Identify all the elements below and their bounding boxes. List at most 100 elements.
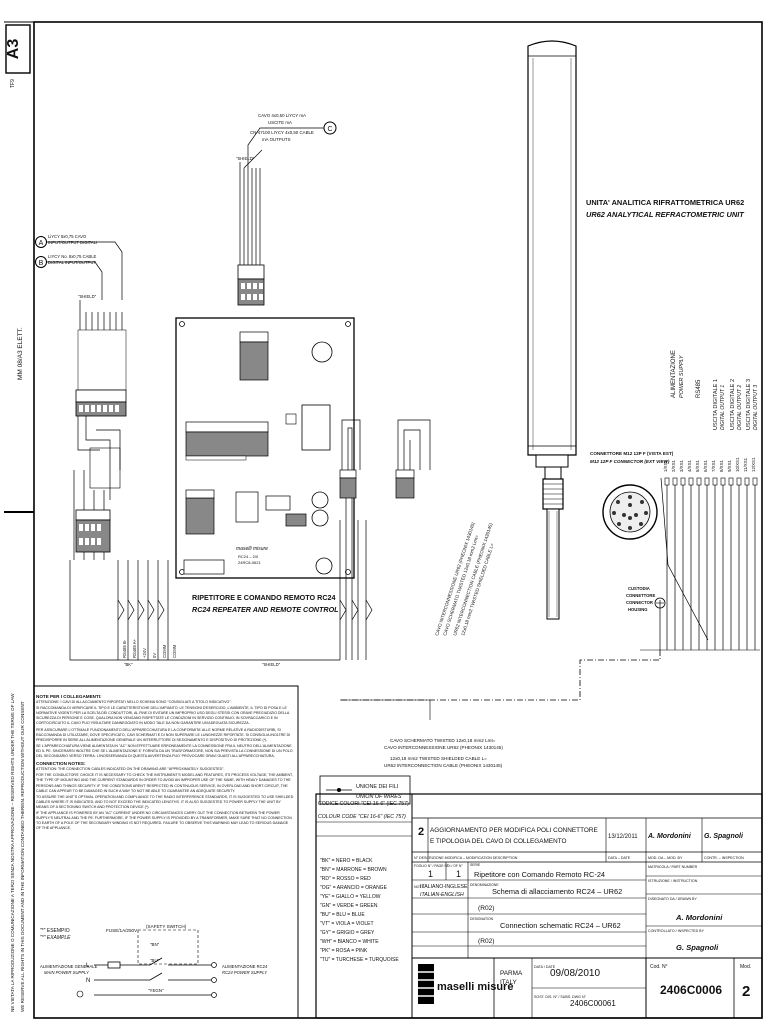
side-terminals (339, 469, 415, 499)
ur62-unit (527, 40, 577, 620)
color-code-list: "BK" = NERO = BLACK "BN" = MARRONE = BRO… (320, 858, 399, 963)
ref-code: MM 08/A3 ELETT. (17, 327, 24, 380)
rc24-board (175, 317, 355, 579)
rev-date: 13/12/2011 (608, 834, 638, 840)
side-terminal-wires (339, 419, 431, 660)
pin-id: 12/XS1 (751, 457, 756, 472)
housing-label: CONNECTOR (626, 600, 653, 605)
marker-c: C (327, 126, 332, 133)
bk-label: "BK" (124, 662, 133, 667)
mid-cable-labels: CAVO INTERCONNESSIONE UR62 (PHEONIX 1430… (434, 521, 495, 636)
line-n: N (86, 978, 90, 984)
line-l: L (86, 963, 90, 969)
mod-label: Mod. (740, 964, 751, 970)
board-title-it: RIPETITORE E COMANDO REMOTO RC24 (192, 593, 336, 602)
cable-c-label: CN-47100 LIYCY 4x0,50 CABLE (250, 130, 314, 135)
note-it: PER ASSICURARE L'OTTIMALE FUNZIONAMENTO … (36, 727, 291, 742)
unit-title-en: UR62 ANALYTICAL REFRACTOMETRIC UNIT (586, 210, 745, 219)
note-en: IF THE APPLIANCE IS POWERED BY AN "AC" C… (36, 810, 292, 831)
marker-b: B (39, 260, 44, 267)
rev-author: A. Mordonini (647, 833, 692, 840)
color-entry: "TU" = TURCHESE = TURQUOISE (320, 957, 399, 963)
main-supply-it: ALIMENTAZIONE GENERALE (40, 964, 98, 969)
pin-id: 10/XS1 (735, 457, 740, 472)
connection-notes: NOTE PER I COLLEGAMENTI: ATTENZIONE: I C… (36, 692, 294, 832)
color-entry: "GN" = VERDE = GREEN (320, 903, 378, 909)
union-legend: UNIONE DEI FILI UNION OF WIRES (319, 775, 411, 805)
pin-id: 2/XS1 (671, 459, 676, 472)
example-en: "*" EXAMPLE (40, 935, 71, 941)
note-en: FOR THE CONDUCTORS' CHOICE IT IS NECESSA… (36, 773, 293, 793)
pin-group-do1-en: DIGITAL OUTPUT 1 (720, 385, 726, 430)
pin-group-rs485: RS485 (696, 379, 702, 398)
notes-title-it: NOTE PER I COLLEGAMENTI: (36, 694, 102, 699)
series-name: Ripetitore con Comando Remoto RC-24 (474, 870, 605, 879)
pin-id: 11/XS1 (743, 457, 748, 472)
cable-b-label: LIYCY No. 8x0,75 CABLE (48, 254, 97, 259)
of-number: 1 (456, 869, 461, 879)
power-example: "*" ESEMPIO "*" EXAMPLE FUSE/1A/250V (SA… (40, 924, 268, 998)
board-logo: maselli misure (236, 546, 268, 552)
board-title-en: RC24 REPEATER AND REMOTE CONTROL (192, 605, 339, 614)
pin-group-do2-en: DIGITAL OUTPUT 2 (737, 385, 743, 430)
drawing-code: 2406C0006 (660, 983, 722, 997)
note-it: ATTENZIONE: I CAVI DI ALLACCIAMENTO RIPO… (36, 700, 232, 705)
rev-description-2: E TIPOLOGIA DEL CAVO DI COLLEGAMENTO (430, 838, 567, 845)
terminal-block-left (75, 329, 127, 417)
note-en: TO ASSURE THE UNIT'S OPTIMAL OPERATION A… (36, 794, 294, 809)
cable-a-label: INPUT/OUTPUT DIGITALI (48, 240, 97, 245)
board-pin-label: RS485 B- (122, 639, 127, 658)
cable-a-label: LiYCY 8x0,75 CAVO (48, 234, 87, 239)
of-label: DI / OF N° (447, 864, 463, 868)
pin-group-do3-en: DIGITAL OUTPUT 3 (753, 385, 759, 430)
rev-description-1: AGGIORNAMENTO PER MODIFICA POLI CONNETTO… (430, 827, 598, 834)
rev-checker: G. Spagnoli (704, 833, 744, 840)
note-en: ATTENTION: THE CONNECTION CABLES INDICAT… (36, 767, 225, 772)
color-entry: "OG" = ARANCIO = ORANGE (320, 885, 388, 891)
color-entry: "VT" = VIOLA = VIOLET (320, 921, 374, 927)
sheet-number: 1 (428, 869, 433, 879)
housing-label: HOUSING (628, 607, 648, 612)
pin-group-do2-it: USCITA DIGITALE 2 (730, 379, 736, 430)
shield-label: "SHIELD" (236, 156, 255, 161)
denomination: Schema di allacciamento RC24 – UR62 (492, 887, 622, 896)
sheet-format: A3 (5, 39, 22, 60)
hdr-modification: N° DESCRIZIONE MODIFICA – MODIFICATION D… (414, 856, 518, 860)
notes-label: NOTE (414, 885, 425, 889)
side-note-2: WE RESERVE ALL RIGHTS IN THIS DOCUMENT A… (20, 701, 25, 1012)
series-label: SERIE (470, 863, 481, 867)
wire-bn: "BN" (150, 942, 160, 947)
revision-code-1: (R02) (478, 905, 495, 912)
note-it: SI RACCOMANDA DI VERIFICARE IL TIPO E LE… (36, 706, 290, 726)
ur62-wires (659, 477, 756, 650)
cable-bottom-l2: CAVO INTERCONNESSIONE UR62 (PHEONIX 1430… (384, 745, 503, 750)
shield-label-left: "SHIELD" (78, 294, 97, 299)
drawing-date: 09/08/2010 (550, 968, 600, 979)
terminal-block-top (237, 264, 265, 306)
title-block-frame (315, 793, 763, 1019)
shield-label-bottom: "SHIELD" (262, 662, 281, 667)
union-it: UNIONE DEI FILI (356, 784, 398, 790)
format-box (5, 24, 31, 74)
mod-number: 2 (742, 983, 750, 1000)
color-entry: "RD" = ROSSO = RED (320, 876, 371, 882)
date-label: DATA / DATE (534, 965, 556, 969)
pin-group-power-it: ALIMENTAZIONE (671, 350, 677, 398)
color-code-header-en: COLOUR CODE "CEI 16-6" (IEC 757) (318, 814, 406, 820)
color-entry: "PK" = ROSA = PINK (320, 948, 368, 954)
interconnection-labels: CAVO SCHERMATO TWISTED 12x0,18 mm2 Lmt= … (340, 699, 503, 768)
pin-group-labels: ALIMENTAZIONE POWER SUPPLY RS485 USCITA … (671, 350, 759, 430)
color-entry: "BN" = MARRONE = BROWN (320, 867, 387, 873)
m12-connector (602, 484, 658, 540)
cable-c: C CAVO 4x0,50 LiYCY mA USCITE mA CN-4710… (247, 113, 337, 265)
subs-dwg-label: SOST. DIS. N° / SUBS. DWG N° (534, 995, 587, 999)
pin-group-do1-it: USCITA DIGITALE 1 (713, 379, 719, 430)
hdr-mod-by: MOD. DA – MOD. BY (648, 856, 683, 860)
pin-group-power-en: POWER SUPPLY (679, 355, 685, 398)
notes-frame (33, 685, 299, 1019)
board-pin-label: COMM (162, 644, 167, 658)
pin-id: 1/XS1 (663, 459, 668, 472)
cable-c-label: CAVO 4x0,50 LiYCY mA (258, 113, 306, 118)
example-it: "*" ESEMPIO (40, 928, 70, 934)
